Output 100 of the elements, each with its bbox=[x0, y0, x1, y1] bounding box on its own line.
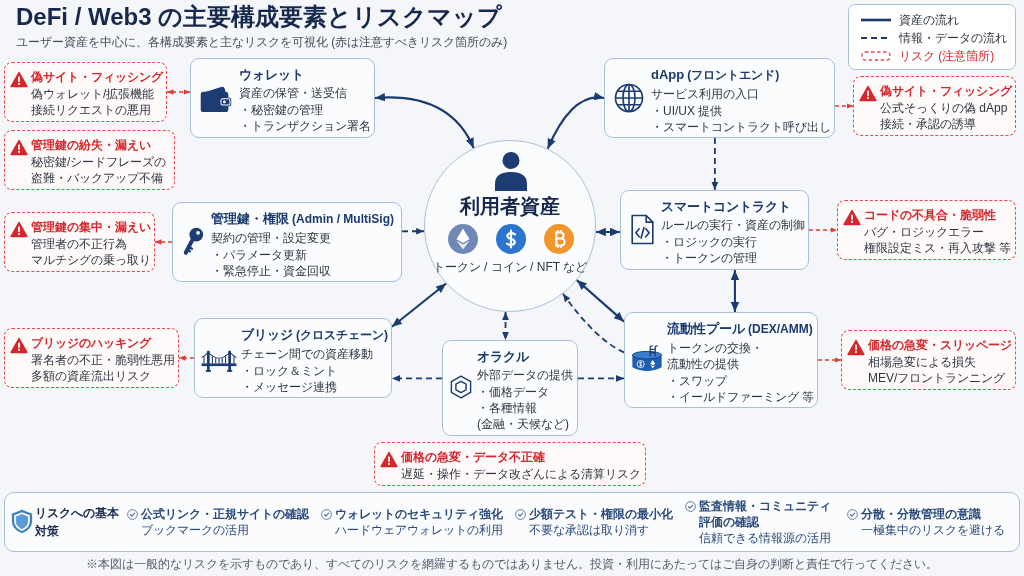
risk-title: 管理鍵の集中・漏えい bbox=[31, 219, 151, 235]
subheading: (DEX/AMM) bbox=[748, 322, 813, 336]
risk-title: 偽サイト・フィッシング bbox=[880, 83, 1012, 99]
title: DeFi / Web3 の主要構成要素とリスクマップ bbox=[16, 2, 503, 32]
risk-box bbox=[837, 200, 1016, 260]
risk-text: 秘密鍵/シードフレーズの盗難・バックアップ不備 bbox=[31, 154, 168, 186]
description: 資産の保管・送受信 bbox=[239, 85, 348, 101]
heading: スマートコントラクト bbox=[661, 199, 791, 214]
subheading: (Admin / MultiSig) bbox=[292, 212, 394, 226]
description: 契約の管理・設定変更 bbox=[211, 230, 332, 246]
panel-heading: リスクへの基本対策 bbox=[35, 505, 120, 540]
risk-title: コードの不具合・脆弱性 bbox=[864, 207, 997, 223]
dashed-arrow bbox=[391, 375, 443, 382]
heading: 管理鍵・権限 bbox=[211, 211, 289, 226]
risk-box bbox=[4, 328, 179, 388]
risk-box bbox=[4, 212, 155, 272]
list-item: ・トークンの管理 bbox=[661, 250, 758, 266]
risk-text: 偽ウォレット/拡張機能 bbox=[31, 86, 156, 102]
risk-box bbox=[4, 62, 167, 122]
risk-text: 接続リクエストの悪用 bbox=[31, 102, 152, 118]
description: チェーン間での資産移動 bbox=[241, 346, 374, 362]
dashed-arrow bbox=[817, 357, 842, 363]
risk-text: 権限設定ミス・再入攻撃 等 bbox=[864, 240, 1012, 256]
measure-note: ハードウェアウォレットの利用 bbox=[335, 522, 503, 538]
list-item: ・緊急停止・資金回収 bbox=[211, 263, 332, 279]
risk-text: 遅延・操作・データ改ざんによる清算リスク bbox=[401, 466, 641, 482]
list-item: ・イールドファーミング 等 bbox=[667, 389, 815, 405]
risk-title: 偽サイト・フィッシング bbox=[31, 69, 163, 85]
list-item: ・パラメータ更新 bbox=[211, 247, 308, 263]
list-item: ・秘密鍵の管理 bbox=[239, 102, 324, 118]
measure-note: ブックマークの活用 bbox=[141, 522, 250, 538]
risk-title: 管理鍵の紛失・漏えい bbox=[31, 137, 152, 153]
double-arrow bbox=[730, 270, 740, 312]
legend-label: 情報・データの流れ bbox=[899, 30, 1007, 46]
list-item: ・トランザクション署名 bbox=[239, 118, 371, 134]
measure-item: ウォレットのセキュリティ強化 bbox=[335, 506, 503, 522]
risk-title: ブリッジのハッキング bbox=[31, 335, 153, 351]
measure-item: 公式リンク・正規サイトの確認 bbox=[141, 506, 309, 522]
legend-label: 資産の流れ bbox=[899, 12, 959, 28]
list-item: ・メッセージ連携 bbox=[241, 379, 338, 395]
measure-note: 一極集中のリスクを避ける bbox=[861, 522, 1005, 538]
subheading: (クロスチェーン) bbox=[296, 328, 388, 342]
component-box bbox=[624, 312, 818, 408]
asset-title: 利用者資産 bbox=[460, 195, 560, 217]
legend-label: リスク (注意箇所) bbox=[899, 48, 995, 64]
list-item: ・ロック＆ミント bbox=[241, 363, 338, 379]
heading: オラクル bbox=[477, 349, 529, 364]
description: サービス利用の入口 bbox=[651, 86, 760, 102]
list-item: ・価格データ bbox=[477, 384, 550, 400]
description: 外部データの提供 bbox=[477, 367, 573, 383]
heading: ウォレット bbox=[239, 67, 304, 82]
double-arrow bbox=[391, 282, 447, 328]
dashed-arrow bbox=[401, 227, 426, 235]
subheading: (フロントエンド) bbox=[687, 68, 780, 82]
heading: ブリッジ bbox=[241, 327, 293, 342]
risk-text: 署名者の不正・脆弱性悪用 bbox=[31, 352, 175, 368]
dashed-arrow bbox=[562, 292, 625, 354]
measure-item: 分散・分散管理の意識 bbox=[861, 506, 982, 522]
dashed-arrow bbox=[711, 137, 719, 191]
dashed-arrow bbox=[808, 227, 838, 233]
risk-text: マルチシグの乗っ取り bbox=[31, 252, 151, 268]
list-item: ・ロジックの実行 bbox=[661, 234, 758, 250]
risk-text: 相場急変による損失 bbox=[868, 354, 977, 370]
description: ルールの実行・資産の制御 bbox=[661, 217, 805, 233]
dashed-arrow bbox=[834, 103, 854, 109]
risk-box bbox=[853, 76, 1016, 136]
risk-text: 管理者の不正行為 bbox=[31, 236, 128, 252]
risk-box bbox=[4, 130, 175, 190]
component-box bbox=[194, 318, 392, 398]
double-arrow bbox=[576, 279, 625, 323]
risk-text: 接続・承認の誘導 bbox=[880, 116, 977, 132]
heading: dApp bbox=[651, 67, 685, 82]
dashed-arrow bbox=[154, 239, 173, 245]
dashed-arrow bbox=[577, 375, 625, 382]
footnote: ※本図は一般的なリスクを示すものであり、すべてのリスクを網羅するものではありません。投資・利用にあたってはご自身の判断と責任で行ってください。 bbox=[86, 556, 938, 572]
list-item: ・UI/UX 提供 bbox=[651, 103, 724, 119]
measure-item: 監査情報・コミュニティ評価の確認 bbox=[699, 498, 832, 530]
double-arrow bbox=[546, 92, 605, 150]
risk-box bbox=[841, 330, 1016, 390]
double-arrow bbox=[374, 93, 475, 149]
component-box bbox=[604, 58, 835, 138]
list-item: ・各種情報 (金融・天候など) bbox=[477, 400, 570, 432]
measure-note: 信頼できる情報源の活用 bbox=[699, 530, 832, 546]
dashed-double-arrow bbox=[502, 311, 509, 341]
component-box bbox=[190, 58, 375, 138]
measure-item: 少額テスト・権限の最小化 bbox=[529, 506, 673, 522]
component-box bbox=[620, 190, 809, 270]
component-box bbox=[172, 202, 402, 282]
measures-panel bbox=[4, 492, 1020, 552]
risk-title: 価格の急変・スリッページ bbox=[868, 337, 1012, 353]
subtitle: ユーザー資産を中心に、各構成要素と主なリスクを可視化 (赤は注意すべきリスク箇所のみ) bbox=[16, 34, 508, 50]
description: トークンの交換・流動性の提供 bbox=[667, 340, 764, 372]
dashed-double-arrow bbox=[166, 89, 191, 95]
risk-box bbox=[374, 442, 646, 486]
list-item: ・スマートコントラクト呼び出し bbox=[651, 119, 831, 135]
risk-text: 公式そっくりの偽 dApp bbox=[880, 100, 1009, 116]
list-item: ・スワップ bbox=[667, 373, 729, 389]
component-box bbox=[442, 340, 578, 436]
circle-label: トークン / コイン / NFT など bbox=[432, 260, 588, 274]
double-arrow bbox=[595, 227, 620, 237]
